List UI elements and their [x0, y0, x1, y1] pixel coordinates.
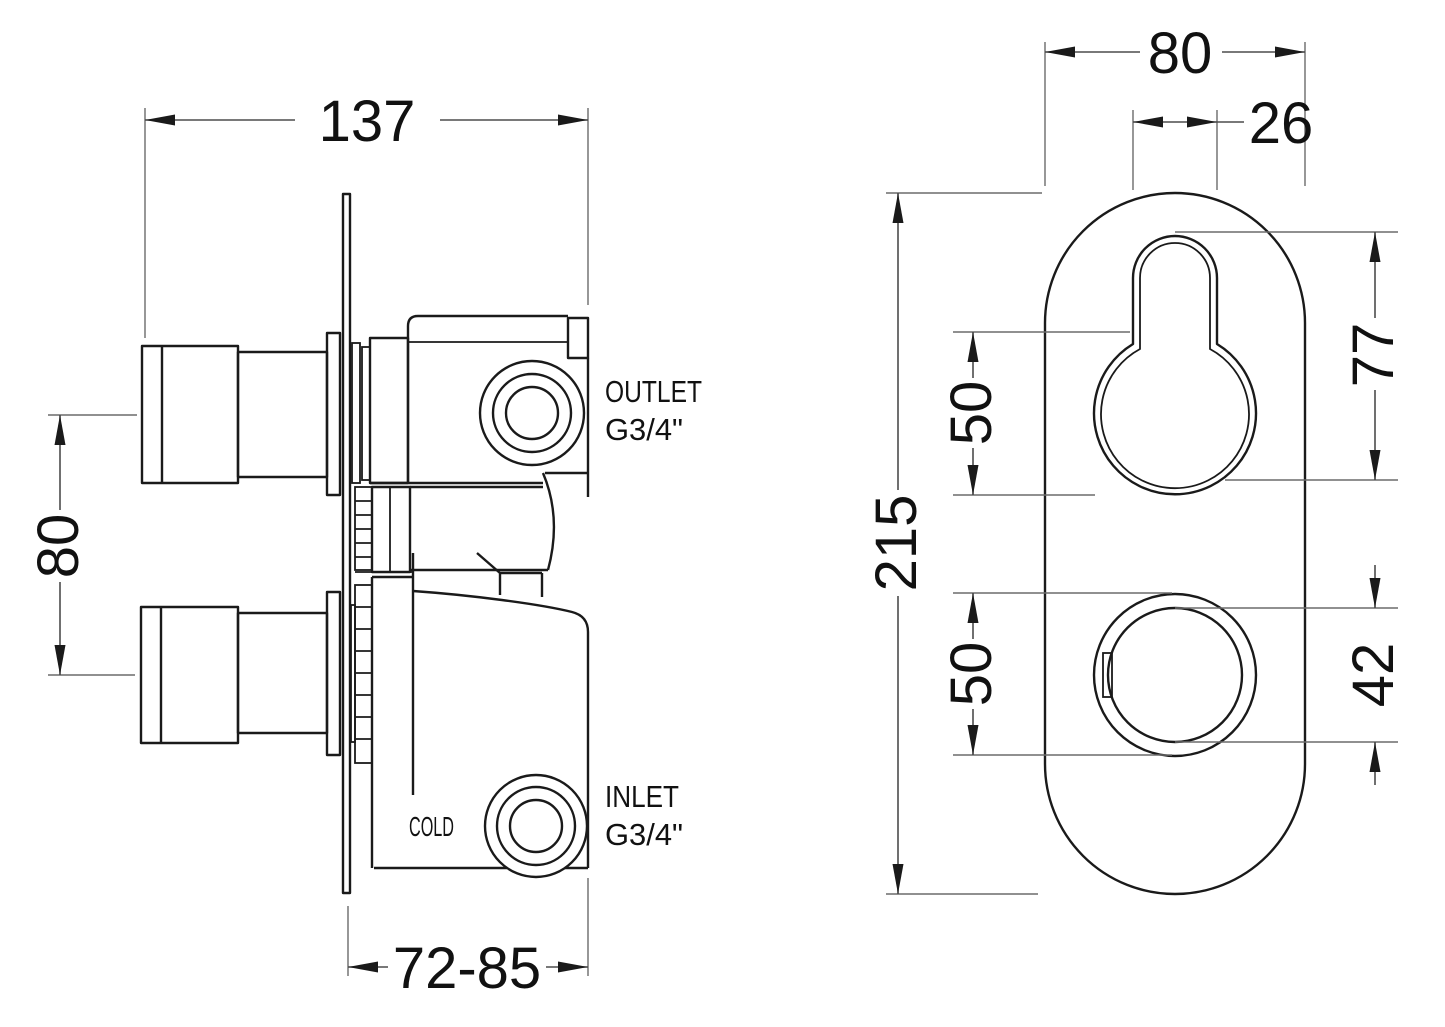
lower-escutcheon	[325, 590, 342, 757]
outlet-port-mid	[491, 372, 573, 454]
upper-connector	[368, 336, 410, 485]
side-view: COLD OUTLET G3/4" INLET G3/4" 137	[26, 89, 702, 1001]
dim-7285-arrow-left	[348, 961, 378, 973]
dimension-50-upper: 50	[939, 331, 1130, 496]
dimension-42: 42	[1175, 565, 1406, 785]
upper-valve-body	[370, 314, 590, 571]
lower-knob	[1092, 592, 1258, 758]
dim-42-arrow-bottom	[1369, 742, 1381, 772]
outlet-port-outer	[478, 359, 586, 467]
dim-26-value: 26	[1249, 91, 1314, 156]
inlet-port-mid	[495, 785, 577, 867]
lower-knob-outer-circle	[1092, 592, 1258, 758]
dim-26-extension-lines	[1132, 110, 1218, 190]
dim-7285-arrow-right	[558, 961, 588, 973]
dim-80f-arrow-left	[1045, 46, 1075, 58]
outlet-label: OUTLET	[605, 374, 702, 409]
lower-thread-teeth	[355, 606, 372, 740]
inlet-port-outer	[483, 773, 589, 879]
dim-42-value: 42	[1341, 643, 1406, 708]
body-top-outline	[406, 314, 568, 483]
dim-50l-value: 50	[939, 642, 1004, 707]
dim-50u-extension-lines	[953, 331, 1130, 496]
dim-50l-arrow-top	[967, 593, 979, 623]
inlet-thread-label: G3/4"	[605, 817, 683, 852]
dimension-50-lower: 50	[939, 592, 1172, 756]
dim-26-arrow-left	[1133, 116, 1163, 128]
dim-77-extension-lines	[1175, 231, 1398, 481]
dimension-215: 215	[864, 192, 1042, 895]
mid-thread-teeth	[355, 500, 372, 558]
keyhole-inner-contour	[1100, 242, 1250, 490]
inlet-port-inner	[508, 798, 564, 854]
keyhole-cutout	[1092, 234, 1258, 496]
lower-handle-stem	[236, 611, 329, 735]
lower-ring	[350, 604, 356, 743]
port-labels: OUTLET G3/4" INLET G3/4"	[605, 374, 702, 852]
dimension-137: 137	[144, 89, 589, 338]
upper-handle	[140, 331, 342, 497]
outlet-thread-label: G3/4"	[605, 412, 683, 447]
dim-77-value: 77	[1341, 323, 1406, 388]
front-view: 80 26 77 50	[864, 21, 1406, 896]
lower-handle	[139, 590, 342, 757]
dim-77-arrow-top	[1369, 232, 1381, 262]
dim-137-value: 137	[319, 89, 416, 154]
dim-137-extension-lines	[144, 108, 589, 338]
faceplate-outline	[1043, 191, 1307, 896]
dim-50u-arrow-top	[967, 332, 979, 362]
dim-7285-value: 72-85	[393, 936, 541, 1001]
dim-42-extension-lines	[1175, 607, 1398, 743]
upper-handle-cap	[140, 344, 240, 485]
outlet-port-inner	[504, 385, 560, 441]
lower-thread	[354, 584, 373, 764]
lower-knob-indicator-tab	[1102, 652, 1113, 698]
mid-step-block	[476, 552, 544, 597]
wall-plate	[341, 192, 352, 895]
lower-handle-cap	[139, 605, 240, 745]
keyhole-outer-contour	[1092, 234, 1258, 496]
dim-42-arrow-top	[1369, 578, 1381, 608]
dimension-72-85: 72-85	[347, 878, 589, 1001]
dim-137-arrow-left	[145, 114, 175, 126]
dim-215-arrow-top	[892, 193, 904, 223]
dim-80s-extension-lines	[48, 414, 137, 676]
dimension-26: 26	[1132, 91, 1314, 190]
lower-body-left	[370, 575, 413, 868]
dim-50u-value: 50	[939, 381, 1004, 446]
dim-215-value: 215	[864, 495, 929, 592]
dim-50u-arrow-bottom	[967, 465, 979, 495]
mid-body	[370, 485, 412, 574]
dimension-80-front: 80	[1044, 21, 1306, 186]
inlet-label: INLET	[605, 779, 679, 814]
lower-body-outline	[412, 589, 590, 868]
lower-knob-inner-circle	[1106, 606, 1244, 744]
body-arc	[541, 472, 556, 571]
body-corner-block	[566, 316, 590, 360]
dimension-77: 77	[1175, 231, 1406, 481]
dim-80f-value: 80	[1148, 21, 1213, 86]
dim-80f-extension-lines	[1044, 42, 1306, 186]
dim-50l-arrow-bottom	[967, 725, 979, 755]
dim-50l-extension-lines	[953, 592, 1172, 756]
middle-cartridge	[354, 485, 548, 795]
dim-26-arrow-right	[1187, 116, 1217, 128]
dimension-80-side: 80	[26, 414, 137, 676]
dim-80s-value: 80	[26, 514, 91, 579]
dim-80s-arrow-top	[54, 415, 66, 445]
cold-marking-label: COLD	[409, 811, 454, 842]
dim-215-extension-lines	[886, 192, 1042, 895]
dim-215-arrow-bottom	[892, 864, 904, 894]
upper-cartridge	[351, 336, 410, 485]
lower-valve-body: COLD	[350, 575, 590, 879]
dim-80f-arrow-right	[1275, 46, 1305, 58]
dim-7285-extension-lines	[347, 878, 589, 976]
dim-137-arrow-right	[558, 114, 588, 126]
dim-77-arrow-bottom	[1369, 450, 1381, 480]
upper-ring-1	[351, 342, 361, 484]
dim-80s-arrow-bottom	[54, 645, 66, 675]
upper-escutcheon	[325, 331, 342, 497]
upper-handle-stem	[236, 350, 329, 479]
